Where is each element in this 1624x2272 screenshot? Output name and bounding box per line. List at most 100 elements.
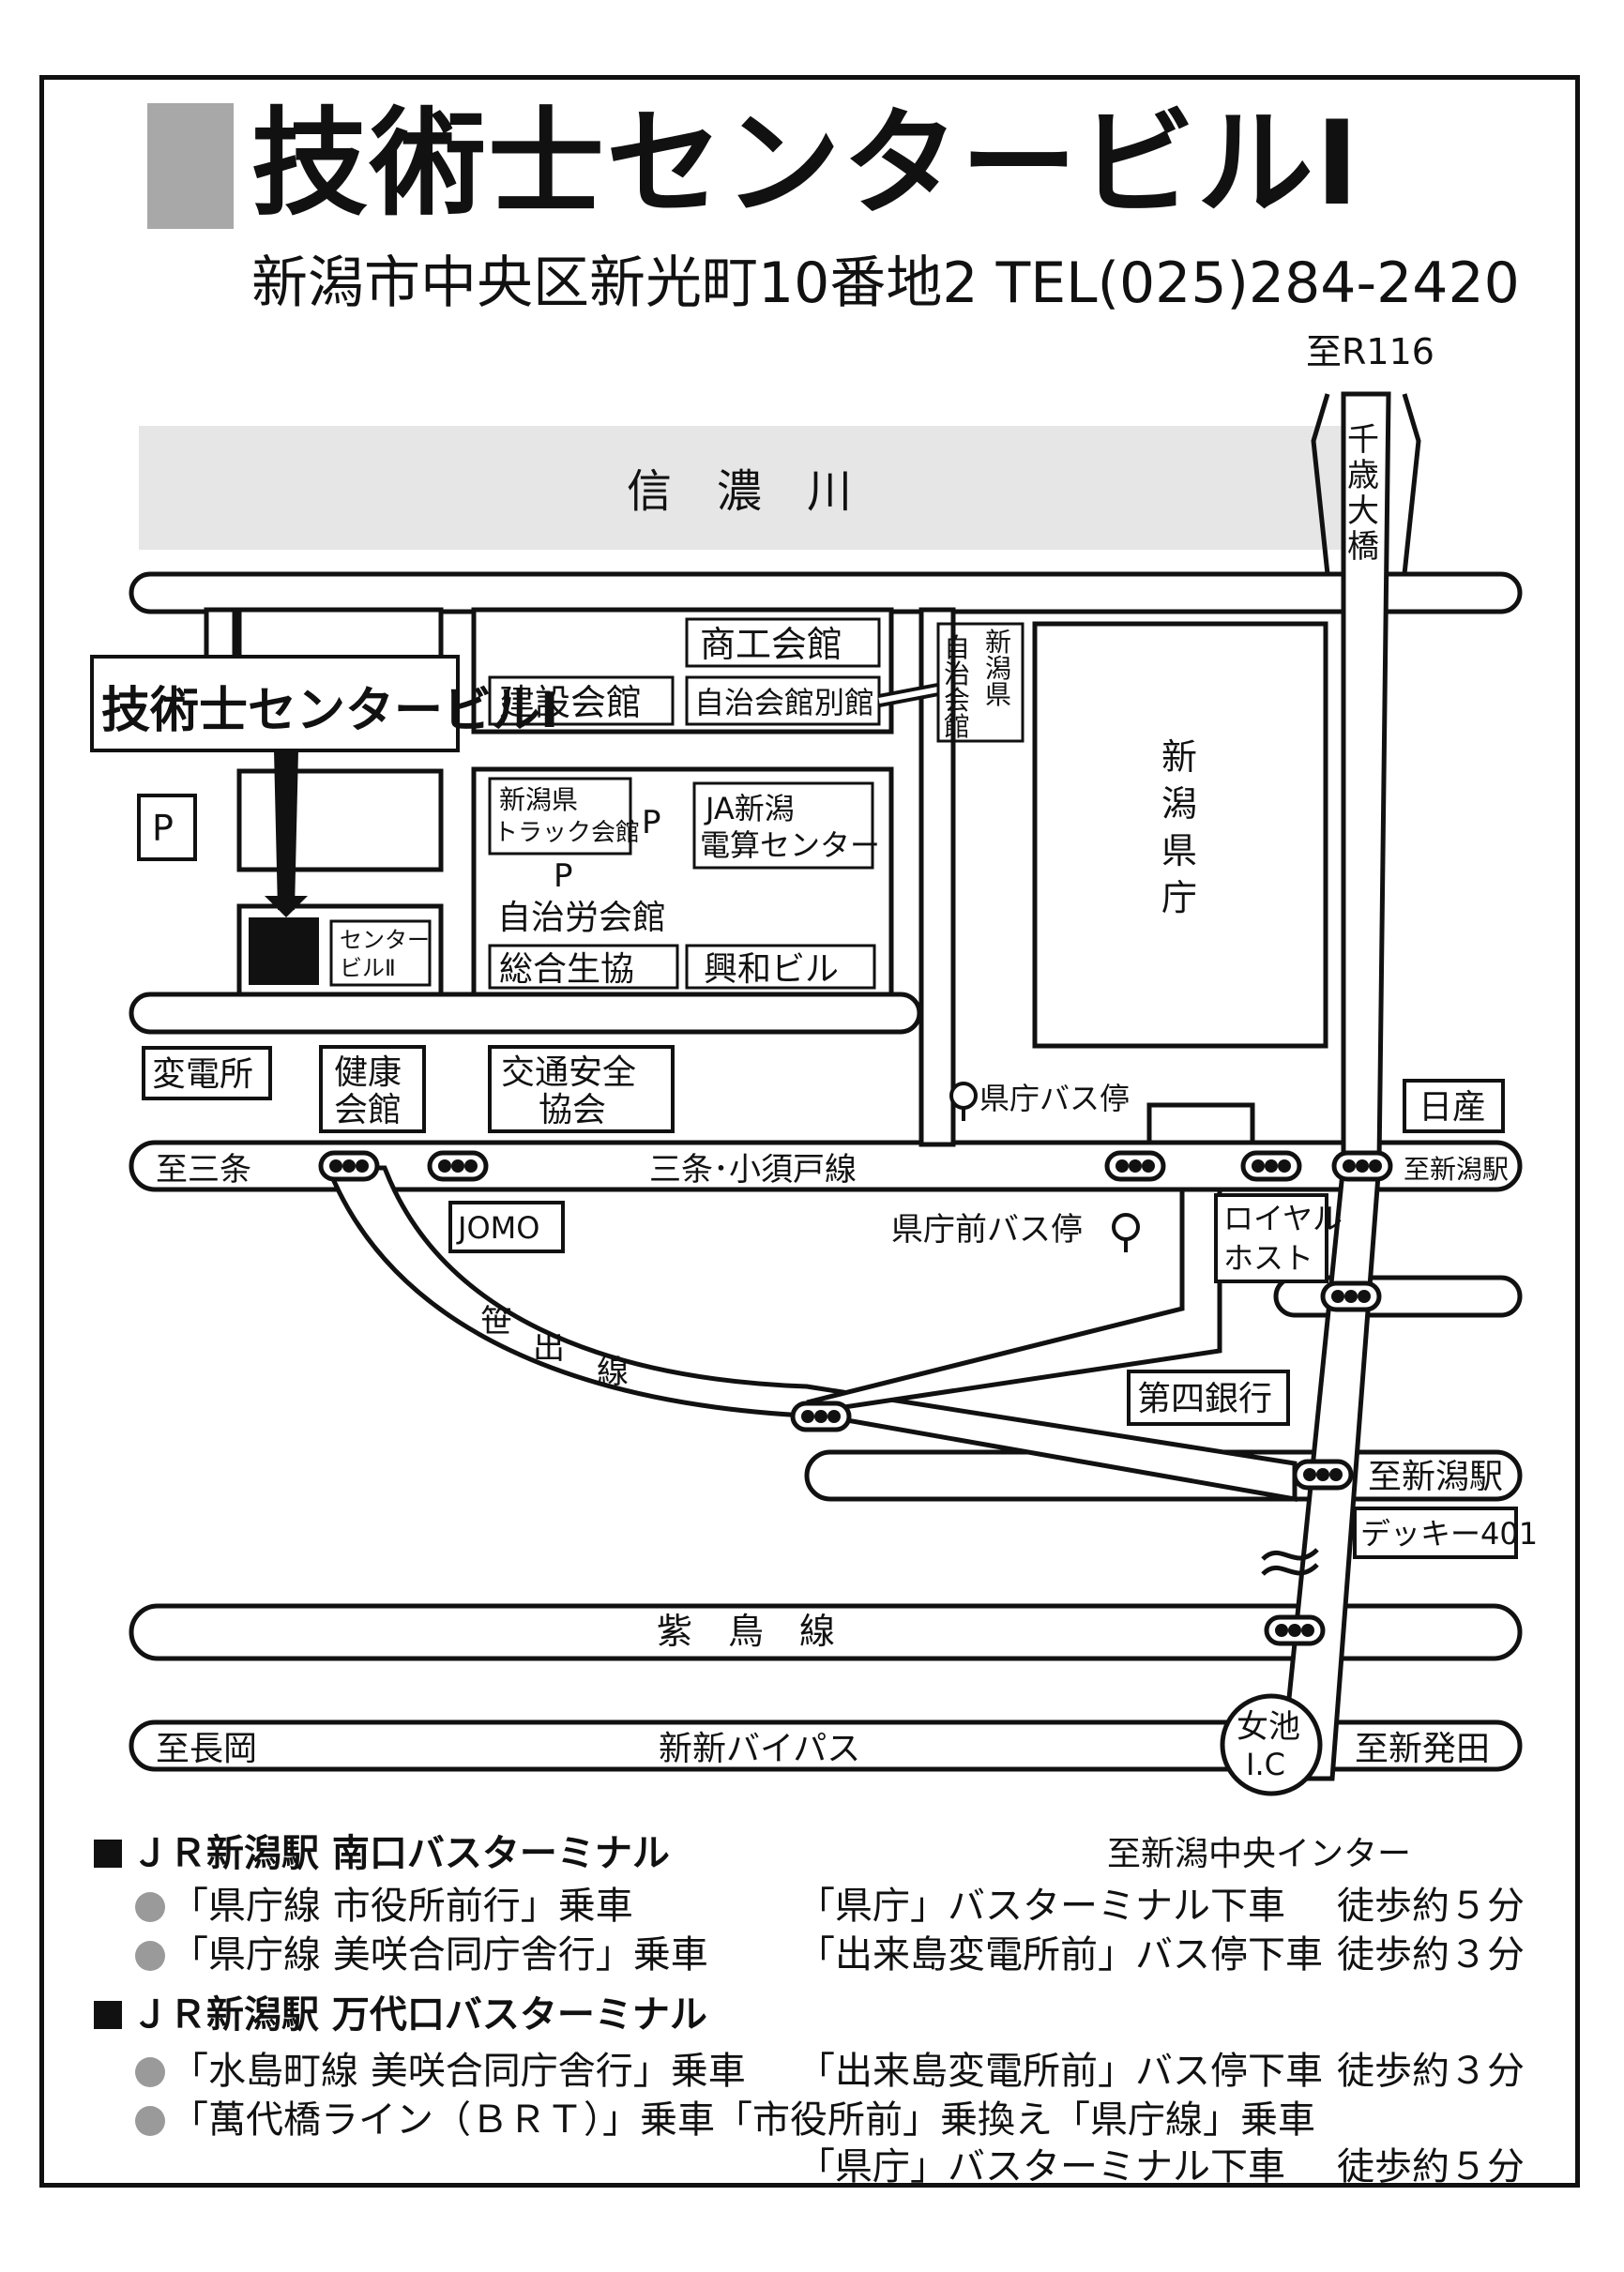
- sasade-2: 出: [533, 1329, 565, 1367]
- bus-stop-kenchomae: 県庁前バス停: [891, 1211, 1083, 1249]
- bridge-label-4: 橋: [1347, 528, 1379, 566]
- traffic-signal-icon: [1320, 1280, 1382, 1312]
- bridge-label-2: 歳: [1347, 457, 1379, 494]
- access-heading-bandai: ＪＲ新潟駅 万代口バスターミナル: [94, 1989, 707, 2041]
- traffic-signals: [318, 1150, 1393, 1646]
- traffic-signal-icon: [1292, 1459, 1354, 1491]
- pref-office-3: 県: [1161, 830, 1197, 871]
- kowa-building-text: 興和ビル: [704, 950, 839, 989]
- royal-host-text-2: ホスト: [1223, 1240, 1313, 1276]
- road-sasade: [325, 1165, 1298, 1502]
- royal-host-text-1: ロイヤル: [1223, 1201, 1343, 1236]
- target-building-marker: [249, 917, 319, 985]
- pref-office-4: 庁: [1161, 877, 1197, 918]
- kenko-text-2: 会館: [334, 1091, 402, 1129]
- kensetsu-kaikan-text: 建設会館: [499, 682, 642, 723]
- nissan-text: 日産: [1419, 1088, 1486, 1127]
- ic-circle: [1220, 1693, 1323, 1796]
- ic-label-1: 女池: [1237, 1708, 1300, 1746]
- map-frame: [39, 75, 1580, 2188]
- road-shinshin-bypass: [129, 1719, 1523, 1772]
- decky401-text: デッキー401: [1360, 1516, 1538, 1552]
- truck-text-1: 新潟県: [499, 784, 578, 815]
- jichiro-kaikan-text: 自治労会館: [497, 899, 666, 937]
- ken-jichi-5: 新: [985, 627, 1011, 658]
- shinshin-bypass-label: 新新バイパス: [659, 1730, 860, 1768]
- route-bandai-2-walk: 徒歩約５分: [1337, 2145, 1525, 2189]
- to-shibata-label: 至新発田: [1355, 1730, 1490, 1768]
- shoko-kaikan: [685, 617, 881, 668]
- traffic-signal-icon: [1240, 1150, 1302, 1182]
- truck-text-2: トラック会館: [493, 819, 640, 847]
- nissan: [1403, 1079, 1505, 1133]
- ken-jichi-7: 県: [985, 679, 1011, 710]
- to-niigata-station-2: 至新潟駅: [1368, 1458, 1503, 1496]
- route-south-2-alight: 「出来島変電所前」バス停下車: [797, 1933, 1323, 1977]
- block-small: [1146, 1102, 1255, 1145]
- decky401: [1353, 1507, 1518, 1559]
- jichi-kaikan-bekkan-text: 自治会館別館: [694, 685, 874, 720]
- road-shichiku: [129, 1603, 1523, 1661]
- parking-label-3: P: [554, 857, 573, 895]
- circle-bullet-icon: [135, 1941, 165, 1971]
- sogo-seikyo: [488, 944, 679, 990]
- route-south-1-alight: 「県庁」バスターミナル下車: [797, 1885, 1285, 1928]
- ken-jichi-3: 会: [944, 685, 970, 716]
- bridge-label-1: 千: [1347, 421, 1379, 459]
- traffic-signal-icon: [1331, 1150, 1393, 1182]
- river-label: 信 濃 川: [627, 465, 852, 518]
- bus-stop-kencho: 県庁バス停: [979, 1081, 1130, 1116]
- route-bandai-2-alight: 「県庁」バスターミナル下車: [797, 2145, 1285, 2189]
- circle-bullet-icon: [135, 2057, 165, 2087]
- hendensho-text: 変電所: [152, 1055, 253, 1094]
- to-central-ic-label: 至新潟中央インター: [1107, 1835, 1411, 1873]
- kotsu-text-1: 交通安全: [501, 1053, 636, 1092]
- route-bandai-1: 「水島町線 美咲合同庁舎行」乗車: [135, 2045, 746, 2098]
- bridge-label-3: 大: [1347, 492, 1379, 530]
- traffic-signal-icon: [427, 1150, 489, 1182]
- ken-jichi-6: 潟: [985, 653, 1011, 684]
- page-title: 技術士センタービルⅠ: [251, 97, 1361, 232]
- shinano-river: [139, 426, 1349, 550]
- parking-label: P: [152, 808, 174, 849]
- circle-bullet-icon: [135, 2106, 165, 2136]
- target-building-label: [90, 655, 460, 752]
- route-bandai-1-alight: 「出来島変電所前」バス停下車: [797, 2050, 1323, 2093]
- route-south-1-walk: 徒歩約５分: [1337, 1885, 1525, 1928]
- shoko-kaikan-text: 商工会館: [700, 624, 842, 665]
- route-south-2: 「県庁線 美咲合同庁舎行」乗車: [135, 1929, 708, 1981]
- to-nagaoka-label: 至長岡: [156, 1730, 257, 1768]
- ja-text-2: 電算センター: [700, 827, 880, 863]
- kowa-building: [685, 944, 876, 990]
- sanjo-kosudo-label: 三条･小須戸線: [649, 1151, 857, 1189]
- ja-text-1: JA新潟: [704, 791, 795, 826]
- ken-jichi-2: 治: [944, 659, 970, 689]
- bus-stop-icon-1: [949, 1082, 978, 1110]
- block-truck: [471, 766, 894, 997]
- access-heading-south: ＪＲ新潟駅 南口バスターミナル: [94, 1827, 670, 1880]
- traffic-signal-icon: [1264, 1614, 1326, 1646]
- traffic-signal-icon: [318, 1150, 380, 1182]
- road-top: [129, 571, 1523, 614]
- jomo-text: JOMO: [456, 1210, 539, 1246]
- prefectural-office: [1032, 621, 1328, 1049]
- center-building-2-text-2: ビルⅡ: [340, 955, 396, 981]
- pref-office-1: 新: [1161, 736, 1197, 778]
- square-bullet-icon: [94, 2001, 122, 2029]
- traffic-signal-icon: [790, 1401, 852, 1432]
- ic-label-2: I.C: [1246, 1747, 1285, 1782]
- ken-jichi-kaikan: [936, 622, 1024, 743]
- kotsu-anzen: [488, 1045, 675, 1133]
- to-sanjo-label: 至三条: [156, 1151, 251, 1189]
- kenko-kaikan: [319, 1045, 426, 1133]
- shichiku-label: 紫 鳥 線: [657, 1611, 835, 1652]
- ja-niigata: [692, 781, 874, 870]
- pref-office-2: 潟: [1161, 783, 1197, 825]
- circle-bullet-icon: [135, 1892, 165, 1922]
- address-line: 新潟市中央区新光町10番地2 TEL(025)284-2420: [251, 250, 1520, 316]
- hendensho: [142, 1046, 272, 1100]
- niigata-truck-kaikan: [488, 777, 632, 856]
- route-bandai-1-walk: 徒歩約３分: [1337, 2050, 1525, 2093]
- traffic-signal-icon: [1104, 1150, 1166, 1182]
